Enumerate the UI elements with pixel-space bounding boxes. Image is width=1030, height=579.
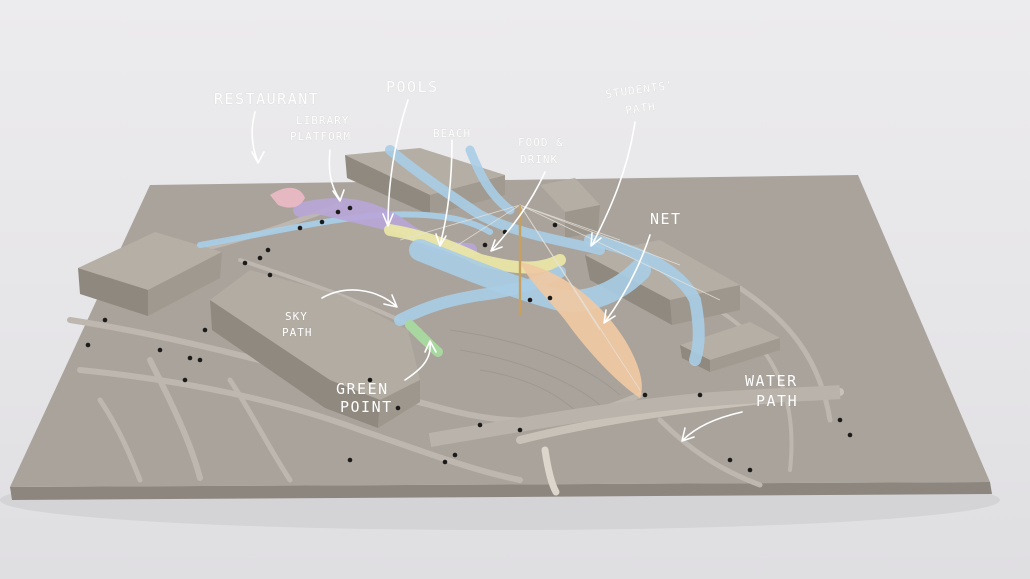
label-students-line1: STUDENTS' — [605, 79, 675, 101]
annotation-arrows — [251, 99, 743, 442]
model-base-board — [10, 175, 990, 487]
label-water-line2: PATH — [756, 392, 798, 410]
label-beach: BEACH — [433, 127, 471, 140]
water-path-bridge — [428, 385, 841, 447]
label-pools: POOLS — [386, 78, 439, 96]
label-restaurant: RESTAURANT — [214, 90, 319, 108]
net-cables — [399, 204, 721, 391]
label-students-line2: PATH — [625, 100, 657, 117]
label-sky-line1: SKY — [285, 310, 308, 323]
label-library-line1: LIBRARY — [296, 114, 349, 127]
label-net: NET — [650, 210, 682, 228]
building-sky-path — [210, 270, 420, 428]
label-green-line1: GREEN — [336, 380, 389, 398]
annotation-labels: RESTAURANT LIBRARY PLATFORM POOLS BEACH … — [214, 78, 798, 417]
label-food-line1: FOOD & — [518, 136, 564, 149]
label-food-line2: DRINK — [520, 153, 558, 166]
label-library-line2: PLATFORM — [290, 130, 351, 143]
label-water-line1: WATER — [745, 372, 798, 390]
contour-lines — [449, 329, 621, 416]
people-figurines — [85, 205, 853, 473]
label-sky-line2: PATH — [282, 326, 313, 339]
board-edge — [10, 482, 992, 500]
label-green-line2: POINT — [340, 398, 393, 416]
building-west — [78, 232, 222, 316]
